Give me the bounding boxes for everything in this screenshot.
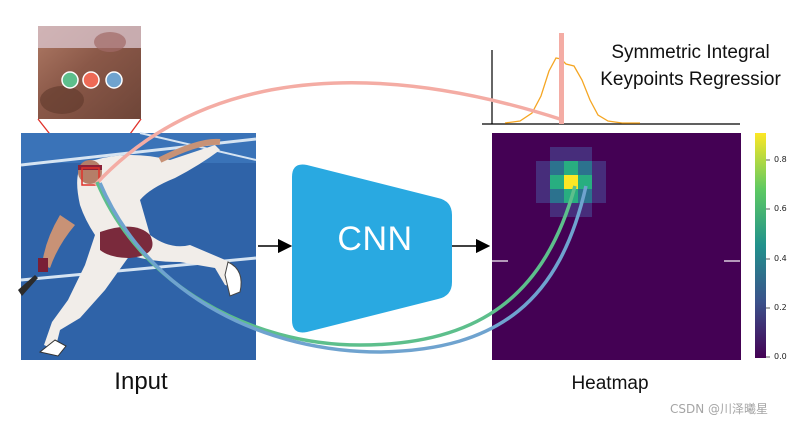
colorbar-tick-1: 0.6 [774,204,787,213]
zoom-crop [38,26,141,119]
heatmap-cell [536,189,550,203]
colorbar-tick-0: 0.8 [774,155,787,164]
heatmap-cell [578,161,592,175]
regression-bar [559,33,564,124]
watermark: CSDN @川泽曦星 [670,402,769,416]
heatmap-cell [564,175,578,189]
colorbar-tick-2: 0.4 [774,254,787,263]
heatmap-cell [592,161,606,175]
heatmap-cell [564,161,578,175]
title-line-1: Symmetric Integral [611,42,770,63]
heatmap-cell [550,189,564,203]
heatmap-cell [550,203,564,217]
input-label: Input [114,368,168,395]
keypoint-dot-red [82,71,100,89]
link-blue-curve [98,182,588,354]
heatmap-cell [592,189,606,203]
heatmap [492,133,741,360]
heatmap-cell [578,147,592,161]
heatmap-cell [536,161,550,175]
heatmap-cell [550,147,564,161]
cnn-block [292,164,452,333]
heatmap-cell [592,175,606,189]
colorbar [755,133,766,358]
heatmap-cell [578,175,592,189]
title-line-2: Keypoints Regressior [600,69,781,90]
keypoint-dot-blue [105,71,123,89]
cnn-label: CNN [337,220,413,258]
heatmap-cell [564,147,578,161]
colorbar-tick-3: 0.2 [774,303,787,312]
keypoint-dot-green [61,71,79,89]
heatmap-label: Heatmap [571,373,649,394]
heatmap-cell [550,175,564,189]
heatmap-cell [550,161,564,175]
distribution-plot [482,33,740,125]
colorbar-tick-4: 0.0 [774,352,787,361]
link-regression-curve [93,81,564,187]
heatmap-cell [536,175,550,189]
